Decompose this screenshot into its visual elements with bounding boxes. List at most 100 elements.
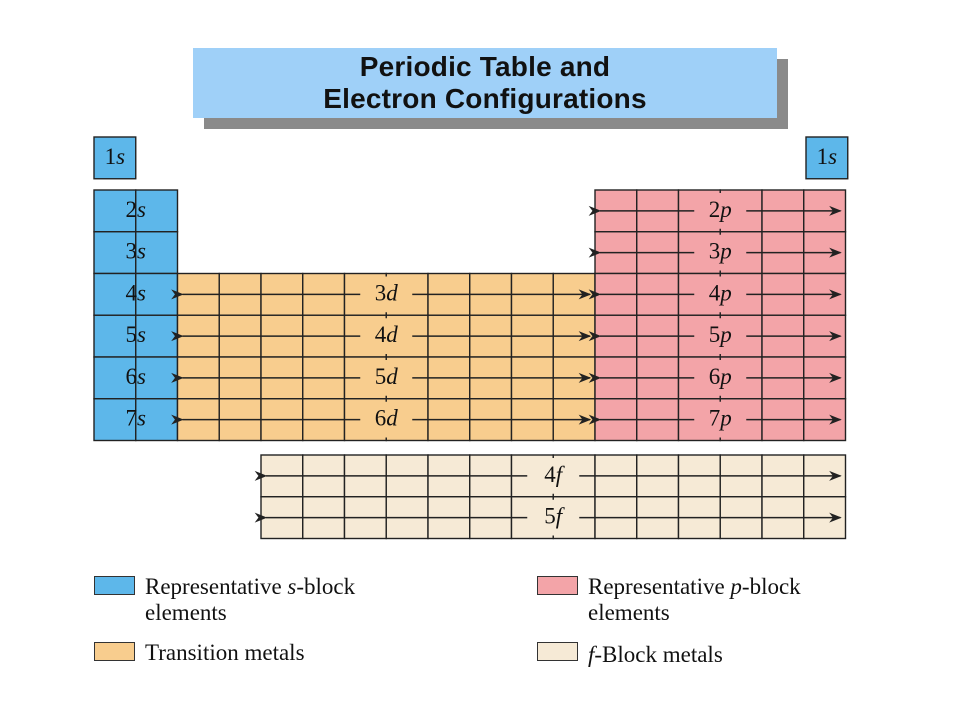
p-row-label-num: 7 bbox=[709, 406, 721, 431]
label-s-row: 5s bbox=[126, 322, 147, 347]
label-s-row-num: 3 bbox=[126, 239, 138, 264]
legend-swatch-transition bbox=[94, 642, 135, 661]
label-s-row-num: 7 bbox=[126, 406, 138, 431]
cell-1s bbox=[93, 136, 137, 180]
legend-s-block-italic: s bbox=[287, 574, 297, 599]
legend-p-block-post: -block bbox=[741, 574, 801, 599]
s-block-cell bbox=[93, 314, 137, 358]
f-row-label-bg bbox=[527, 458, 580, 494]
label-s-row-num: 2 bbox=[126, 197, 138, 222]
p-row-label: 3p bbox=[709, 239, 732, 264]
p-row-label-bg bbox=[694, 401, 747, 438]
d-row-label: 3d bbox=[375, 281, 399, 306]
f-row-label: 4f bbox=[544, 462, 566, 487]
label-1s-num: 1 bbox=[105, 144, 117, 169]
legend-p-block-italic: p bbox=[730, 574, 742, 599]
legend-s-block-post: -block bbox=[296, 574, 356, 599]
p-row-label-letter: p bbox=[718, 364, 732, 389]
s-block-cell bbox=[135, 189, 179, 233]
label-1s: 1s bbox=[817, 144, 838, 169]
d-row-label-letter: d bbox=[386, 364, 398, 389]
title-banner: Periodic Table and Electron Configuratio… bbox=[193, 48, 777, 118]
label-s-row: 7s bbox=[126, 406, 147, 431]
label-s-row-letter: s bbox=[137, 322, 146, 347]
label-s-row-letter: s bbox=[137, 197, 146, 222]
d-row-label: 4d bbox=[375, 322, 399, 347]
legend-swatch-s-block bbox=[94, 576, 135, 595]
s-block-cell bbox=[135, 314, 179, 358]
p-row-label-num: 5 bbox=[709, 322, 721, 347]
p-row-label-letter: p bbox=[718, 239, 732, 264]
p-row-label-bg bbox=[694, 360, 747, 396]
legend-s-block-pre: Representative bbox=[145, 574, 288, 599]
d-row-label-bg bbox=[360, 360, 413, 396]
d-row-label-letter: d bbox=[386, 406, 398, 431]
d-row-label-letter: d bbox=[386, 281, 398, 306]
f-row-label: 5f bbox=[544, 504, 566, 529]
legend-transition: Transition metals bbox=[145, 640, 305, 666]
p-row-label-bg bbox=[694, 318, 747, 354]
cell-1s bbox=[805, 136, 849, 180]
label-s-row-letter: s bbox=[137, 281, 146, 306]
legend-p-block-line2: elements bbox=[588, 600, 670, 625]
s-block-cell bbox=[93, 272, 137, 316]
d-row-label: 5d bbox=[375, 364, 399, 389]
label-s-row-letter: s bbox=[137, 239, 146, 264]
d-row-label-bg bbox=[360, 401, 413, 438]
legend-f-block: f-Block metals bbox=[588, 642, 723, 668]
title-line-1: Periodic Table and bbox=[359, 51, 611, 82]
label-s-row-num: 4 bbox=[126, 281, 138, 306]
p-row-label: 2p bbox=[709, 197, 732, 222]
legend-swatch-p-block bbox=[537, 576, 578, 595]
f-row-label-letter: f bbox=[556, 462, 566, 487]
label-1s-num: 1 bbox=[817, 144, 829, 169]
p-row-label-num: 4 bbox=[709, 281, 721, 306]
legend-p-block-pre: Representative bbox=[588, 574, 731, 599]
f-row-label-bg bbox=[527, 499, 580, 536]
d-row-label-letter: d bbox=[386, 322, 398, 347]
label-1s-letter: s bbox=[828, 144, 837, 169]
p-row-label: 4p bbox=[709, 281, 732, 306]
p-row-label-bg bbox=[694, 193, 747, 229]
legend-swatch-f-block bbox=[537, 642, 578, 661]
d-row-label: 6d bbox=[375, 406, 399, 431]
f-row-label-letter: f bbox=[556, 504, 566, 529]
legend-s-block-line2: elements bbox=[145, 600, 227, 625]
title-line-2: Electron Configurations bbox=[323, 83, 647, 114]
label-s-row-num: 6 bbox=[126, 364, 138, 389]
d-row-label-bg bbox=[360, 276, 413, 313]
p-row-label: 5p bbox=[709, 322, 732, 347]
legend-f-block-post: -Block metals bbox=[594, 642, 723, 667]
p-row-label-letter: p bbox=[718, 322, 732, 347]
label-s-row-num: 5 bbox=[126, 322, 138, 347]
label-1s: 1s bbox=[105, 144, 126, 169]
f-row-label-num: 5 bbox=[544, 504, 556, 529]
legend-f-block-italic: f bbox=[588, 642, 595, 667]
legend-p-block: Representative p-block elements bbox=[588, 574, 801, 626]
p-row-label-bg bbox=[694, 276, 747, 313]
legend-s-block: Representative s-block elements bbox=[145, 574, 355, 626]
p-row-label-letter: p bbox=[718, 406, 732, 431]
d-row-label-num: 4 bbox=[375, 322, 387, 347]
d-row-label-num: 6 bbox=[375, 406, 387, 431]
label-s-row-letter: s bbox=[137, 364, 146, 389]
p-row-label: 6p bbox=[709, 364, 732, 389]
d-row-label-num: 3 bbox=[375, 281, 387, 306]
s-block-cell bbox=[93, 398, 137, 442]
p-row-label-num: 2 bbox=[709, 197, 721, 222]
label-s-row-letter: s bbox=[137, 406, 146, 431]
f-row-label-num: 4 bbox=[544, 462, 556, 487]
label-s-row: 2s bbox=[126, 197, 147, 222]
p-row-label: 7p bbox=[709, 406, 732, 431]
legend-transition-text: Transition metals bbox=[145, 640, 305, 665]
label-s-row: 4s bbox=[126, 281, 147, 306]
p-row-label-num: 6 bbox=[709, 364, 721, 389]
d-row-label-bg bbox=[360, 318, 413, 354]
label-1s-letter: s bbox=[116, 144, 125, 169]
p-row-label-letter: p bbox=[718, 281, 732, 306]
